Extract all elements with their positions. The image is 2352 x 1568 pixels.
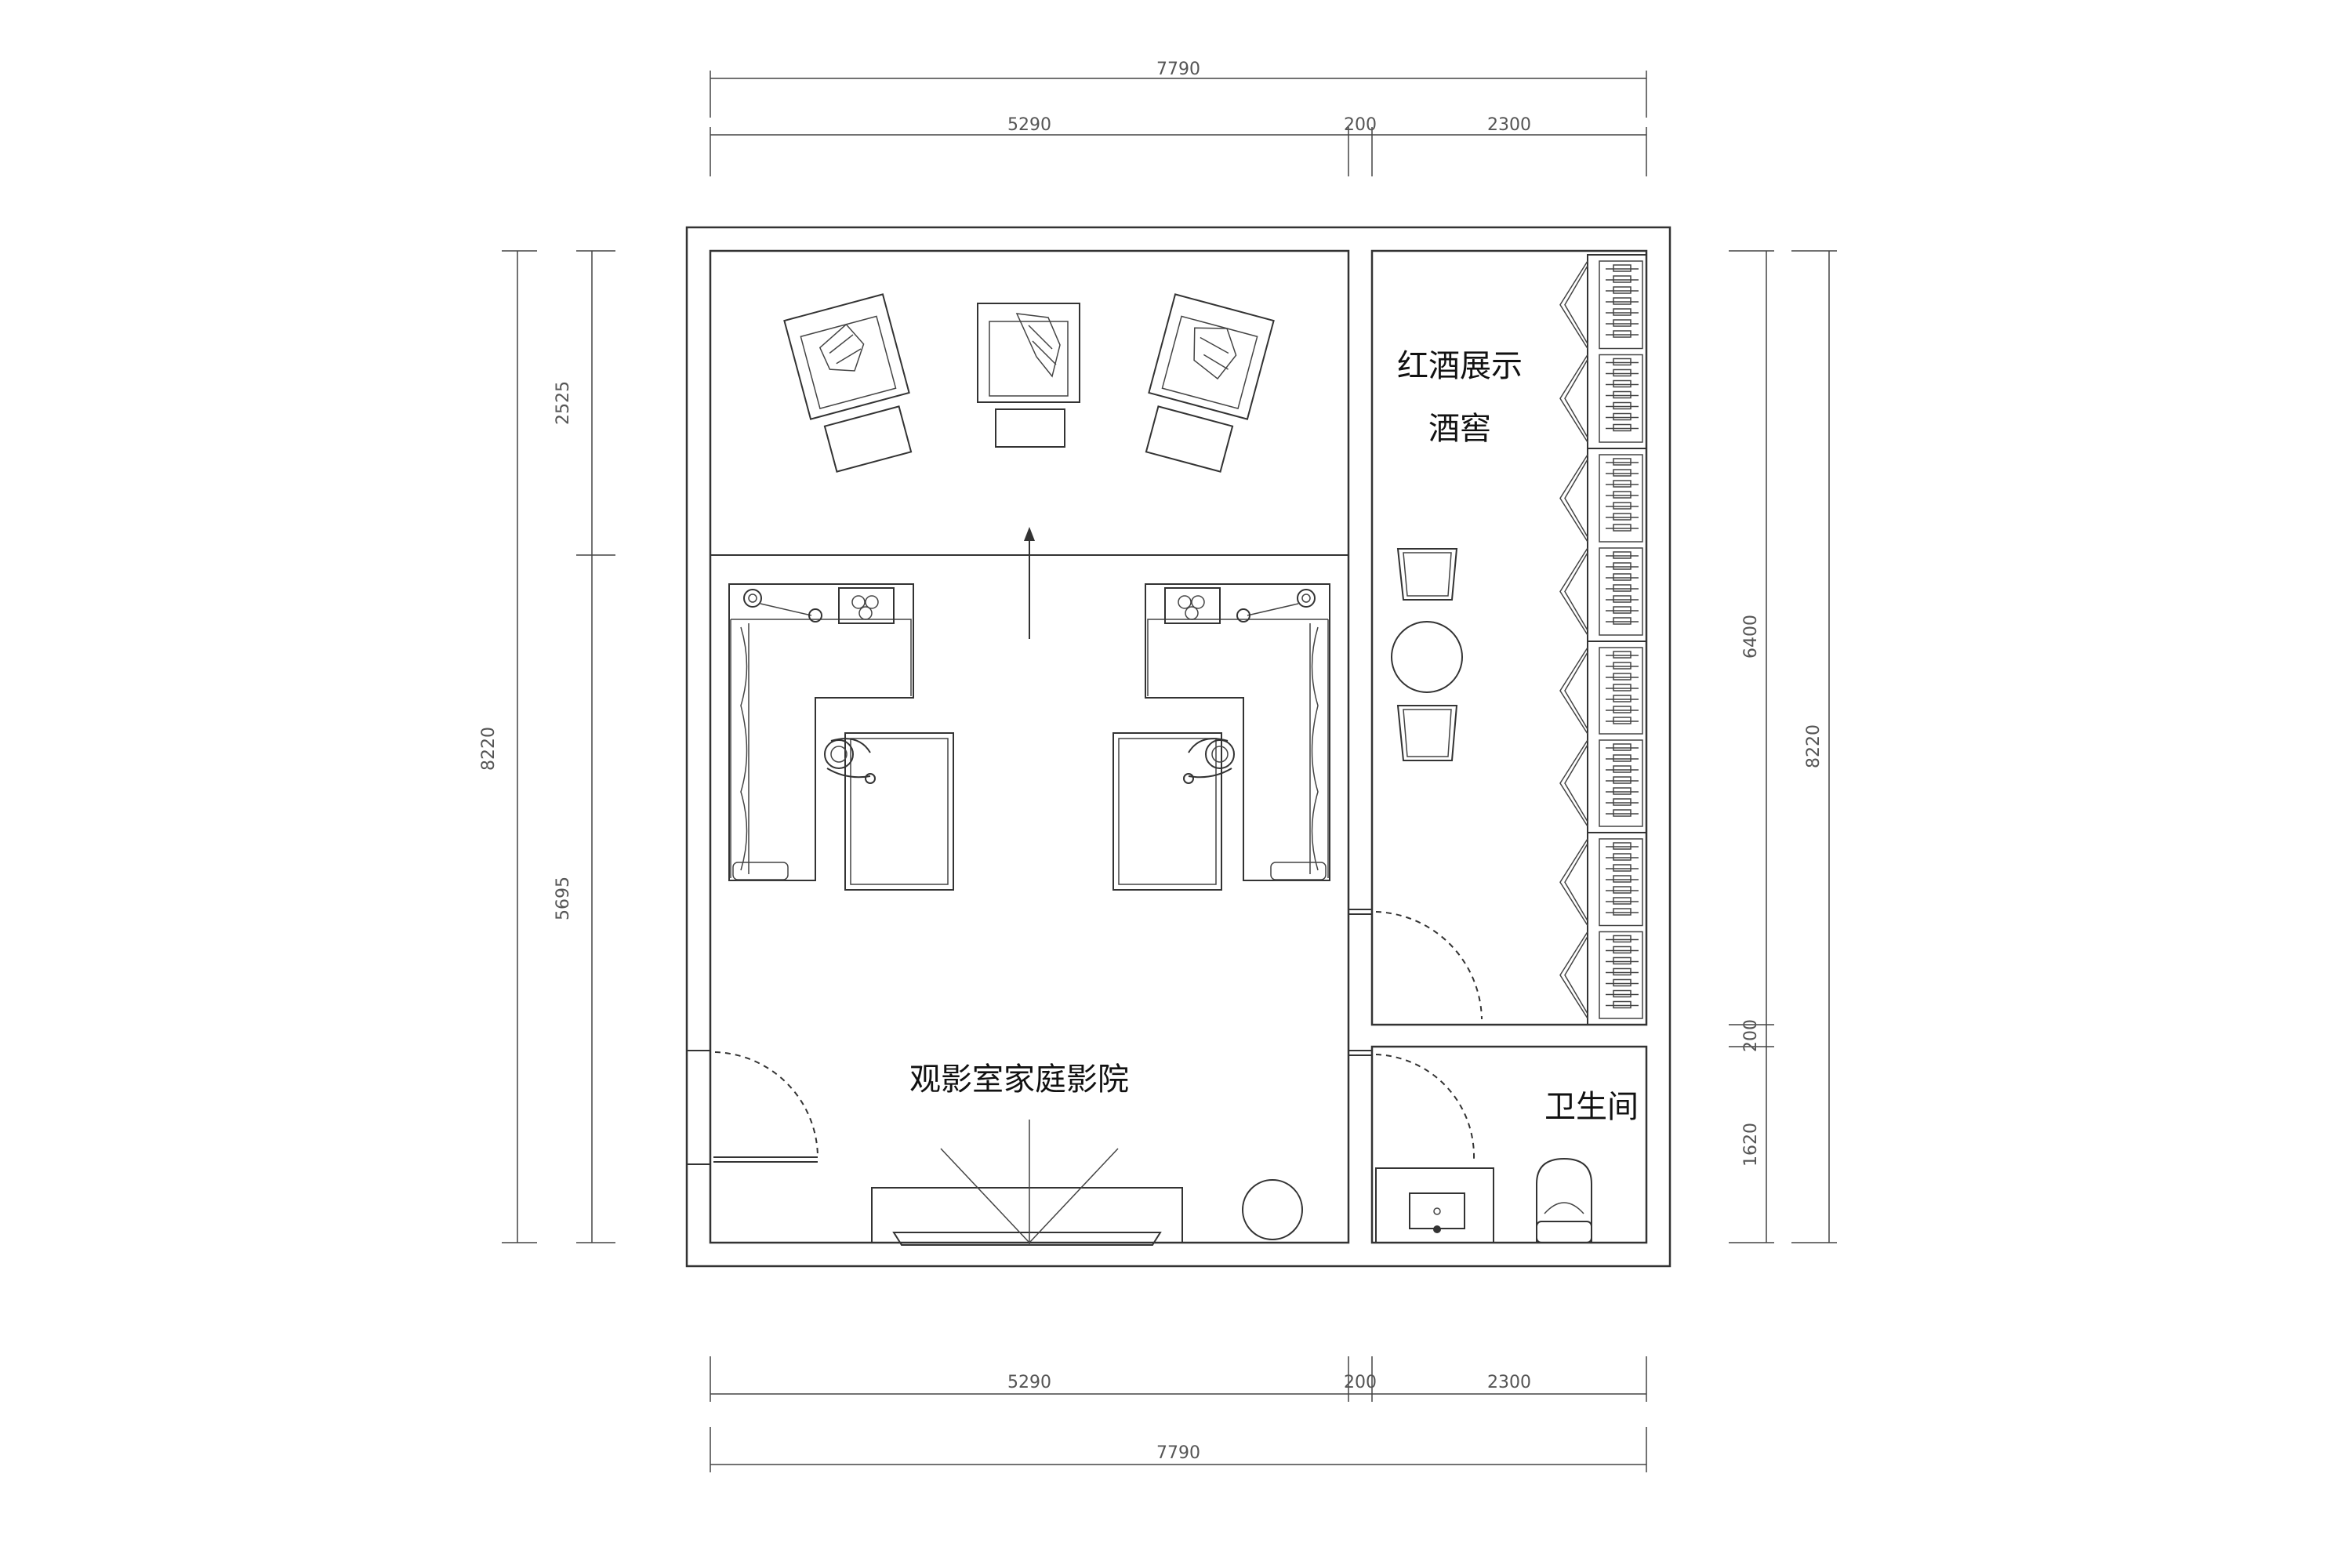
armchair-right	[1148, 293, 1275, 420]
desk-right	[1112, 732, 1222, 891]
faucet-icon	[1433, 1225, 1441, 1233]
vanity-counter	[1375, 1167, 1494, 1243]
dim-right-total: 8220	[1791, 250, 1837, 1243]
bathroom-outline	[1370, 1045, 1648, 1244]
dim-right-upper-label: 6400	[1741, 615, 1761, 659]
footstool-left	[823, 405, 913, 473]
wine-cabinet	[1599, 647, 1643, 735]
wine-cabinet	[1599, 838, 1643, 927]
lamp-icon	[1297, 589, 1316, 608]
workstation-left	[728, 583, 954, 891]
tasting-chair-bottom	[1396, 705, 1458, 761]
wine-cabinet	[1599, 739, 1643, 827]
direction-arrow-head	[1024, 527, 1035, 541]
lounge-seating	[783, 293, 1275, 639]
dim-right-segments: 6400 200 1620	[1729, 250, 1774, 1243]
wine-rack-section	[1587, 641, 1647, 833]
wine-rack	[1559, 254, 1647, 1025]
workstation-right	[1112, 583, 1330, 891]
footstool-center	[995, 408, 1065, 448]
dim-bottom-total: 7790	[710, 1427, 1647, 1472]
dim-right-total-label: 8220	[1804, 724, 1824, 768]
bathroom-door-swing	[1375, 1054, 1475, 1160]
wine-cabinet	[1599, 454, 1643, 543]
washbasin	[1409, 1192, 1465, 1229]
tasting-table	[1391, 621, 1463, 693]
dim-left-segments: 2525 5695	[554, 250, 615, 1243]
wine-door-swing	[1375, 911, 1483, 1020]
tasting-chair-top	[1396, 548, 1458, 601]
sink-unit	[1164, 587, 1221, 624]
dim-left-upper-label: 2525	[554, 381, 573, 425]
dim-bottom-right-label: 2300	[1487, 1373, 1531, 1392]
theater-door-swing	[714, 1051, 818, 1158]
dim-bottom-segments: 5290 200 2300	[710, 1356, 1647, 1402]
wine-cellar-label-line1: 红酒展示	[1397, 348, 1523, 384]
wine-cabinet	[1599, 260, 1643, 350]
dim-bottom-total-label: 7790	[1156, 1443, 1200, 1463]
round-side-table	[1242, 1179, 1303, 1240]
wine-cabinet	[1599, 354, 1643, 443]
dim-top-total-label: 7790	[1156, 60, 1200, 79]
dim-bottom-mid-label: 200	[1344, 1373, 1377, 1392]
lamp-icon	[743, 589, 762, 608]
theater-label: 观影室家庭影院	[909, 1062, 1129, 1098]
theater-fixtures	[687, 1050, 1303, 1246]
sink-unit	[838, 587, 895, 624]
dim-top-total: 7790	[710, 60, 1647, 118]
dim-top-left-label: 5290	[1007, 115, 1051, 135]
dim-bottom-left-label: 5290	[1007, 1373, 1051, 1392]
dim-left-lower-label: 5695	[554, 877, 573, 920]
bathroom: 卫生间	[1348, 1050, 1639, 1243]
desk-left	[844, 732, 954, 891]
wine-cabinet	[1599, 547, 1643, 636]
wine-cabinet	[1599, 931, 1643, 1019]
outer-wall	[685, 226, 1671, 1268]
tv-console	[871, 1187, 1183, 1243]
person-icon	[824, 738, 876, 784]
wine-cellar-label-line2: 酒窖	[1428, 411, 1491, 447]
dim-left-total: 8220	[479, 250, 537, 1243]
dim-top-segments: 5290 200 2300	[710, 115, 1647, 176]
dim-top-mid-label: 200	[1344, 115, 1377, 135]
bathroom-label: 卫生间	[1544, 1089, 1639, 1125]
dim-right-mid-label: 200	[1741, 1019, 1761, 1052]
wine-cellar: 红酒展示 酒窖	[1348, 254, 1647, 1025]
dim-right-lower-label: 1620	[1741, 1123, 1761, 1167]
armchair-center	[977, 303, 1080, 403]
armchair-left	[783, 293, 910, 420]
dimension-lines: 7790 5290 200 2300 5290 200 2300	[479, 60, 1837, 1472]
wine-rack-section	[1587, 832, 1647, 1025]
tv-screen	[892, 1232, 1162, 1246]
dim-top-right-label: 2300	[1487, 115, 1531, 135]
toilet-icon	[1536, 1157, 1592, 1243]
person-icon	[1183, 738, 1235, 784]
footstool-right	[1145, 405, 1234, 473]
wine-rack-section	[1587, 448, 1647, 642]
dim-left-total-label: 8220	[479, 727, 499, 771]
